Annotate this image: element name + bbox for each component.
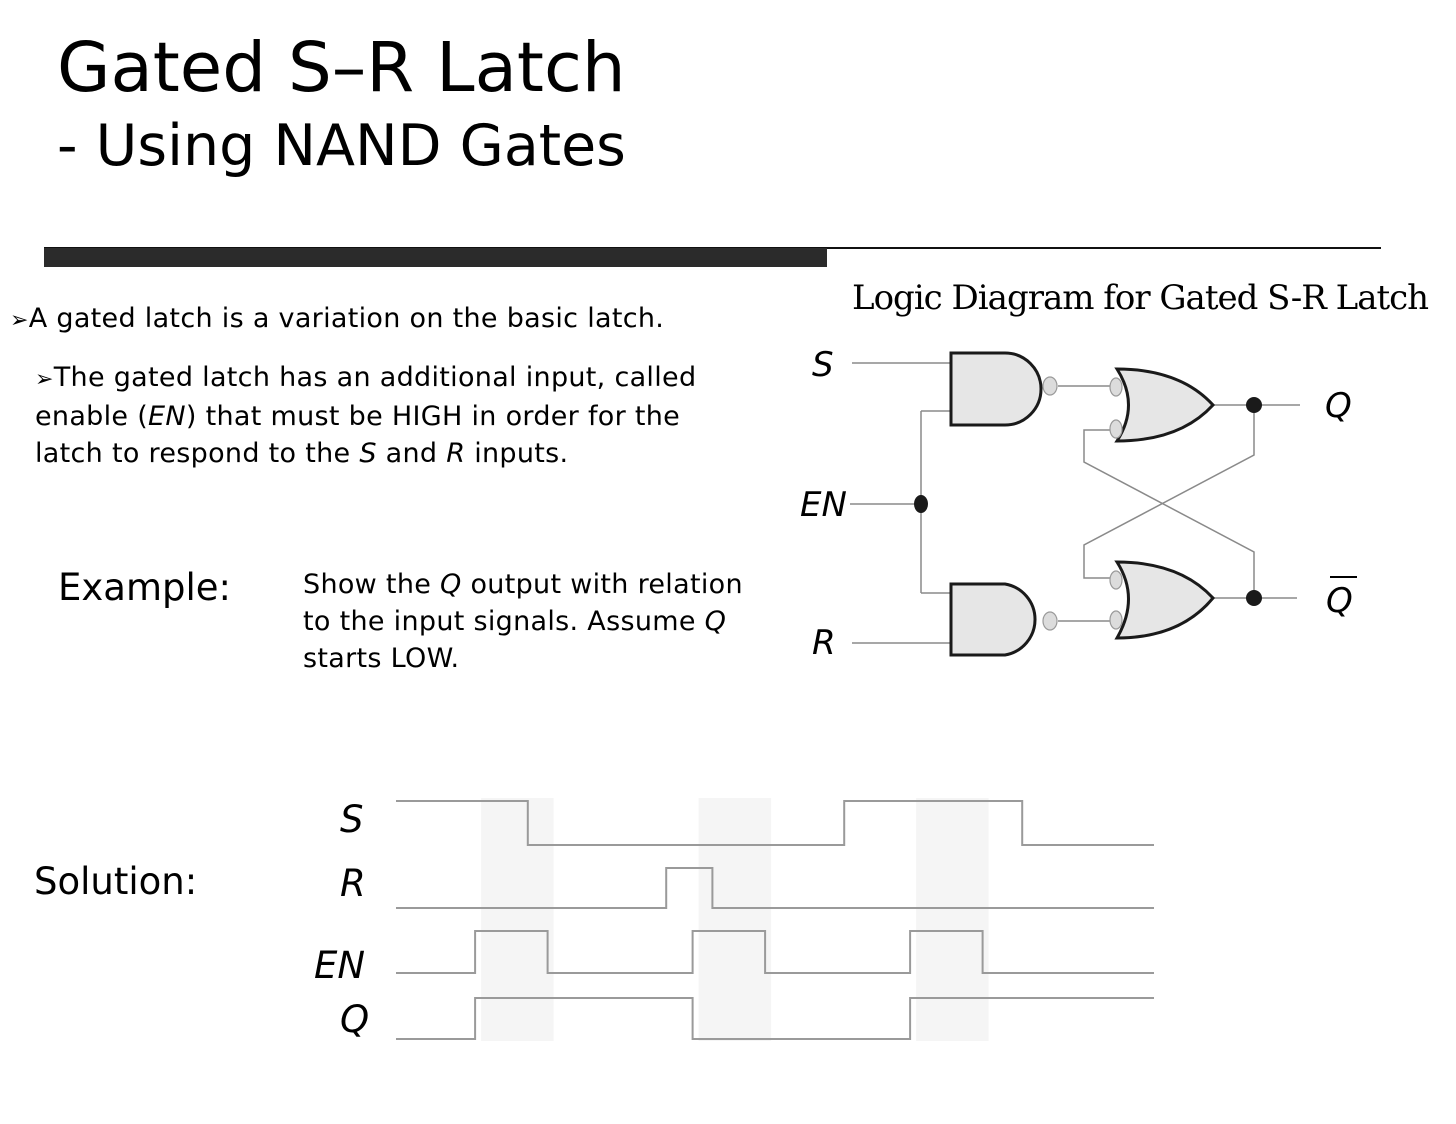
waveform-q (396, 997, 1154, 1040)
port-label-s: S (812, 345, 834, 385)
port-label-q: Q (1325, 386, 1352, 426)
term-en: EN (148, 401, 186, 432)
bullet-arrow-icon: ➢ (35, 367, 54, 392)
port-label-r: R (812, 623, 836, 663)
wire-feedback-qbar (1083, 429, 1255, 598)
term-q: Q (440, 569, 462, 600)
term-s: S (359, 438, 377, 469)
waveform-en (396, 930, 1154, 974)
inversion-bubble-icon (1042, 376, 1058, 396)
inversion-bubble-icon (1042, 611, 1058, 631)
bullet-2-text: and (376, 438, 447, 469)
example-text-part: Show the (303, 569, 441, 600)
bullet-1-text: A gated latch is a variation on the basi… (28, 303, 665, 334)
gate-or-q (1109, 367, 1216, 443)
enable-window-3 (916, 798, 989, 1041)
slide-title: Gated S–R Latch (57, 28, 626, 108)
wire-feedback-q (1083, 405, 1255, 579)
enable-windows (481, 798, 989, 1041)
example-text-part: output with relation to the input signal… (303, 569, 743, 637)
example-text-part: starts LOW. (303, 643, 460, 674)
gate-or-qbar (1109, 560, 1215, 640)
bullet-2: ➢The gated latch has an additional input… (35, 359, 755, 472)
waveform-s (396, 800, 1154, 846)
enable-window-1 (481, 798, 554, 1041)
bullet-2-text: ) that must be HIGH in order for the lat… (35, 401, 681, 469)
junction-dot-icon (914, 495, 928, 513)
enable-window-2 (698, 798, 772, 1041)
signal-label-en: EN (314, 944, 365, 987)
bullet-2-text: The gated latch has an additional input,… (35, 362, 697, 432)
term-r: R (446, 438, 466, 469)
signal-label-q: Q (340, 998, 369, 1041)
slide-subtitle: - Using NAND Gates (57, 113, 626, 179)
bullet-2-text: inputs. (465, 438, 569, 469)
bullet-1: ➢A gated latch is a variation on the bas… (10, 300, 664, 339)
solution-label: Solution: (34, 860, 198, 903)
title-divider-bar (44, 248, 827, 267)
example-text: Show the Q output with relation to the i… (303, 566, 753, 677)
waveforms (396, 800, 1154, 1040)
signal-label-s: S (340, 798, 364, 841)
term-q: Q (704, 606, 727, 637)
gate-nand-s (949, 351, 1058, 427)
waveform-r (396, 867, 1154, 909)
port-label-en: EN (800, 485, 847, 525)
inversion-bubble-icon (1109, 610, 1123, 630)
inversion-bubble-icon (1109, 570, 1123, 590)
bullet-arrow-icon: ➢ (10, 308, 29, 333)
inversion-bubble-icon (1109, 419, 1123, 439)
port-label-q-bar: Q (1326, 581, 1353, 621)
junction-dot-icon (1246, 590, 1262, 606)
gate-nand-r (949, 582, 1058, 657)
logic-diagram-title: Logic Diagram for Gated S-R Latch (852, 278, 1429, 318)
inversion-bubble-icon (1109, 377, 1123, 397)
signal-label-r: R (340, 862, 366, 905)
example-label: Example: (58, 566, 231, 609)
junction-dot-icon (1246, 397, 1262, 413)
